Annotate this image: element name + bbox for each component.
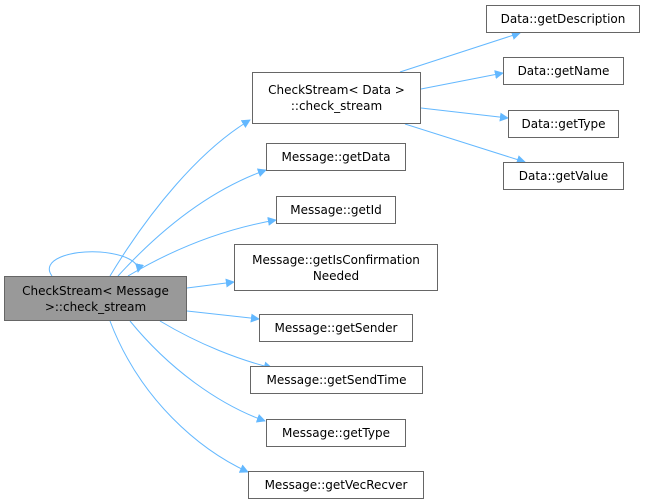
node-data-getDescription[interactable]: Data::getDescription [486, 5, 640, 33]
edge-root-to-msg_getVecRecver [109, 320, 249, 473]
edge-root-to-msg_getSendTime [159, 320, 273, 371]
node-label-line: Data::getDescription [500, 12, 626, 26]
node-label-line: Message::getIsConfirmation [252, 252, 420, 267]
node-label-line: CheckStream< Message [22, 283, 169, 298]
node-label-line: Message::getId [290, 203, 382, 217]
node-label-line: Message::getSender [274, 321, 398, 335]
node-label-line: Message::getType [282, 426, 390, 440]
node-data-getValue[interactable]: Data::getValue [503, 162, 624, 190]
edge-root-to-msg_getIsConfirmationNeeded [186, 278, 235, 289]
node-label-line: Message::getVecRecver [264, 478, 408, 492]
edge-root-to-msg_getId [127, 216, 277, 277]
node-msg-getData[interactable]: Message::getData [266, 143, 406, 171]
edge-root-to-msg_getSender [186, 310, 260, 323]
node-label-line: Data::getType [521, 117, 606, 131]
edge-data_check-to-data_getValue [404, 123, 526, 164]
node-label-line: Message::getData [281, 150, 391, 164]
edge-root-to-msg_getData [117, 168, 267, 277]
node-label-line: Data::getValue [518, 169, 609, 183]
node-msg-getVecRecver[interactable]: Message::getVecRecver [248, 471, 424, 499]
node-label-line: ::check_stream [290, 99, 383, 113]
node-data-getType[interactable]: Data::getType [508, 110, 619, 138]
node-msg-getId[interactable]: Message::getId [276, 196, 396, 224]
edge-root-to-msg_getType [129, 320, 266, 423]
node-msg-getSender[interactable]: Message::getSender [259, 314, 413, 342]
edge-data_check-to-data_getType [420, 107, 509, 122]
edge-root-to-data_check [109, 119, 251, 277]
node-label-line: CheckStream< Data > [268, 83, 405, 97]
edge-root-to-root [49, 251, 144, 277]
node-label-line: Data::getName [517, 64, 610, 78]
node-label-line: Needed [312, 268, 360, 283]
node-data-check[interactable]: CheckStream< Data >::check_stream [252, 72, 421, 124]
edge-data_check-to-data_getName [420, 70, 504, 90]
node-data-getName[interactable]: Data::getName [503, 57, 624, 85]
node-msg-getSendTime[interactable]: Message::getSendTime [250, 366, 423, 394]
node-root: CheckStream< Message>::check_stream [4, 276, 187, 321]
node-label-line: >::check_stream [44, 299, 147, 314]
node-msg-getType[interactable]: Message::getType [266, 419, 406, 447]
node-label-line: Message::getSendTime [266, 373, 407, 387]
edge-data_check-to-data_getDescription [399, 31, 521, 73]
